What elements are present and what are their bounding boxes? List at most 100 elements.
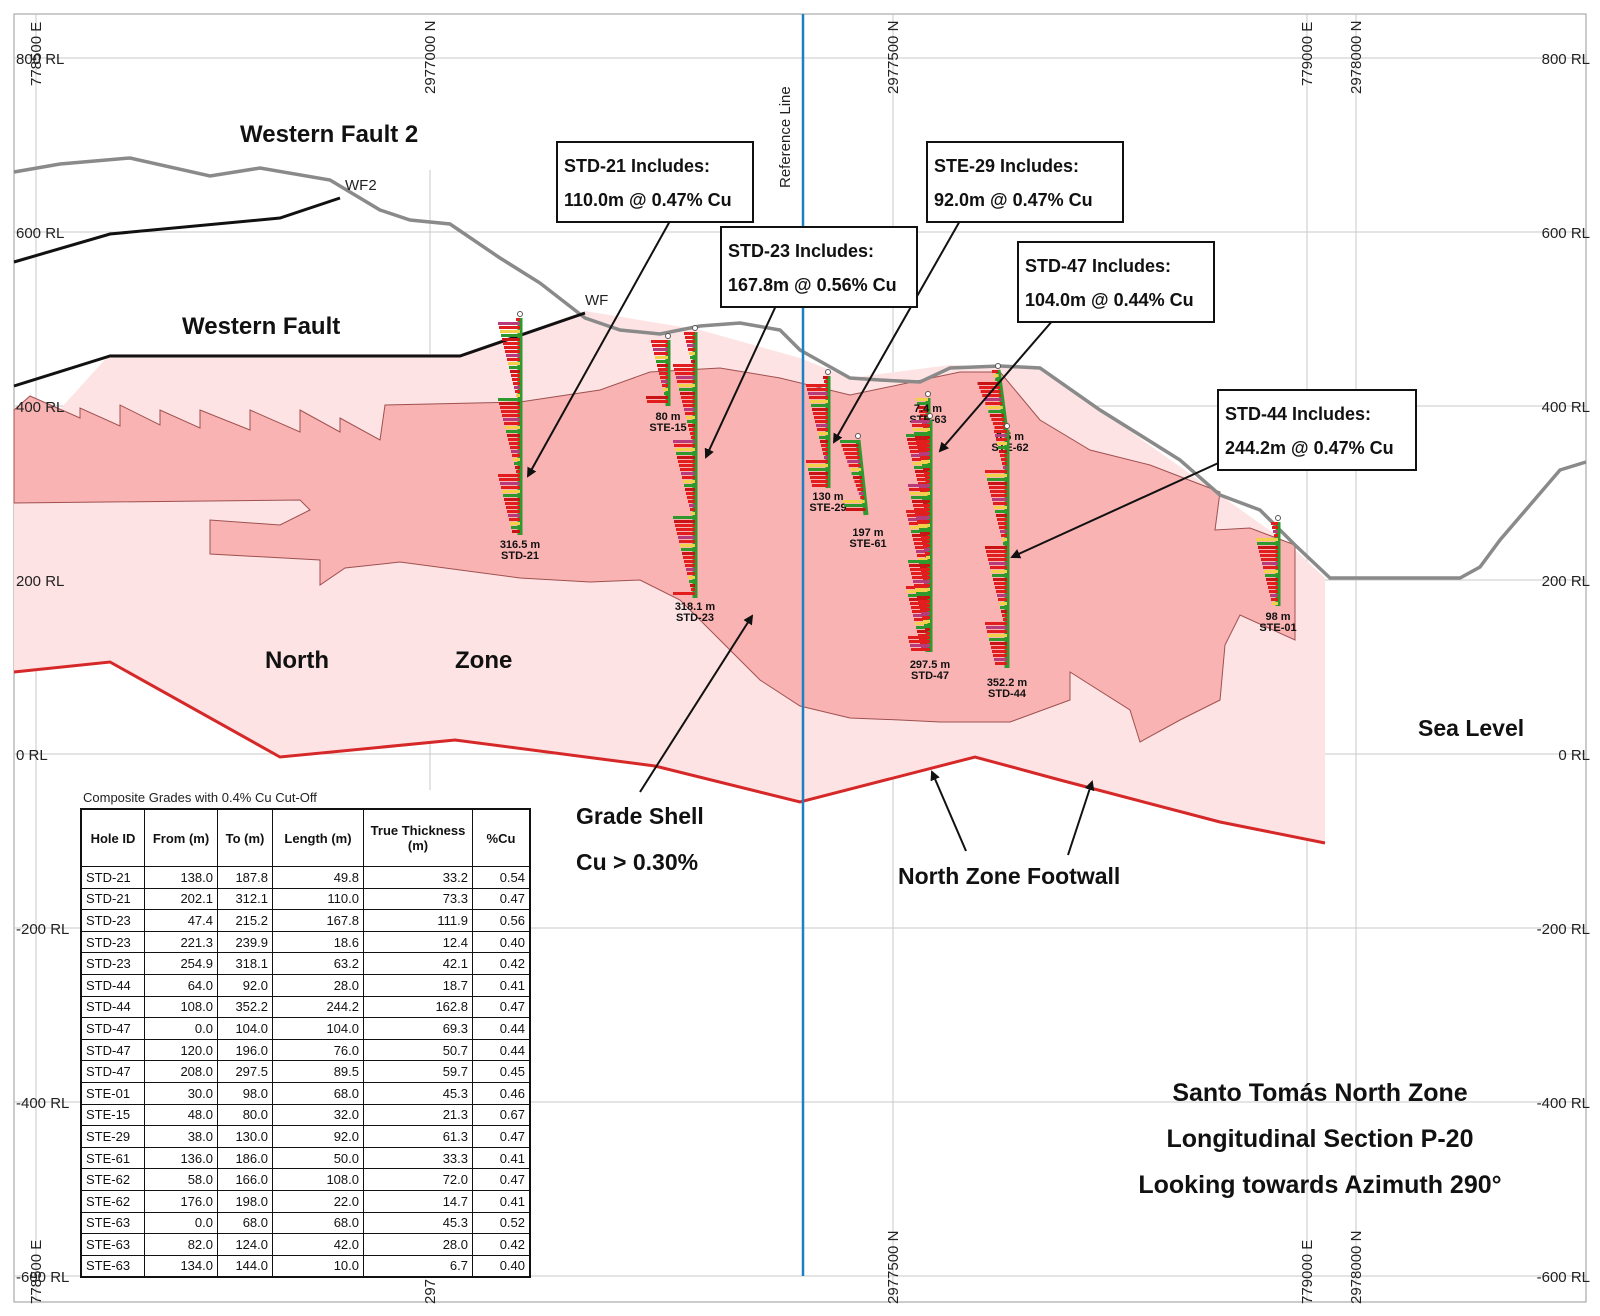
north-label: North	[265, 647, 329, 674]
grid-label: 778500 E	[28, 22, 45, 86]
assay-bar	[918, 558, 928, 561]
assay-bar	[512, 530, 520, 533]
hole-depth-label: 98 m	[1265, 611, 1290, 623]
title-line: Santo Tomás North Zone	[1172, 1079, 1468, 1107]
assay-bar	[691, 588, 695, 591]
assay-bar	[505, 502, 520, 505]
table-cell: 167.8	[272, 909, 364, 932]
assay-bar	[987, 478, 1007, 481]
assay-bar	[923, 620, 930, 623]
assay-bar	[651, 340, 668, 343]
collar-marker	[1275, 515, 1281, 521]
table-cell: 92.0	[272, 1125, 364, 1148]
assay-bar	[992, 574, 1007, 577]
rl-label: 200 RL	[16, 573, 64, 590]
table-cell: STD-47	[80, 1017, 145, 1040]
hole-id-label: STE-61	[849, 538, 886, 550]
table-cell: 0.67	[472, 1103, 531, 1127]
assay-bar	[917, 630, 928, 633]
rl-axis-left: 800 RL 600 RL 400 RL 200 RL 0 RL -200 RL…	[16, 51, 69, 1286]
assay-bar	[998, 522, 1007, 525]
assay-bar	[997, 518, 1007, 521]
assay-bar	[679, 388, 695, 391]
assay-bar	[908, 636, 930, 639]
assay-bar	[910, 492, 930, 495]
table-cell: 0.47	[472, 995, 531, 1019]
table-cell: 18.6	[272, 930, 364, 954]
table-cell: 254.9	[144, 952, 218, 975]
assay-bar	[860, 496, 865, 499]
table-cell: 63.2	[272, 952, 364, 975]
table-cell: 221.3	[144, 930, 218, 954]
assay-bar	[516, 394, 520, 397]
assay-bar	[500, 406, 520, 409]
assay-bar	[919, 410, 928, 413]
assay-bar	[512, 454, 520, 457]
table-cell: 45.3	[363, 1211, 473, 1235]
sea-level-label: Sea Level	[1418, 715, 1524, 741]
hole-depth-label: 80 m	[655, 411, 680, 423]
table-cell: 89.5	[272, 1060, 364, 1083]
assay-bar	[995, 586, 1007, 589]
assay-bar	[989, 486, 1007, 489]
assay-bar	[921, 460, 930, 463]
assay-bar	[689, 504, 695, 507]
assay-bar	[908, 442, 928, 445]
assay-bar	[921, 612, 930, 615]
assay-bar	[1272, 602, 1278, 605]
assay-bar	[682, 400, 695, 403]
assay-bar	[990, 566, 1007, 569]
assay-bar	[680, 392, 695, 395]
assay-bar	[985, 622, 1007, 625]
assay-bar	[822, 448, 828, 451]
table-cell: 312.1	[217, 887, 273, 911]
assay-bar	[925, 628, 930, 631]
rl-label: -200 RL	[16, 921, 69, 938]
table-cell: 32.0	[272, 1103, 364, 1127]
table-cell: 22.0	[272, 1189, 364, 1213]
assay-bar	[917, 520, 930, 523]
table-cell: 18.7	[363, 973, 473, 997]
assay-bar	[988, 410, 1004, 413]
assay-bar	[911, 572, 930, 575]
assay-bar	[681, 472, 695, 475]
assay-bar	[911, 648, 930, 651]
assay-bar	[915, 470, 928, 473]
assay-bar	[503, 418, 520, 421]
assay-bar	[993, 654, 1007, 657]
assay-bar	[996, 514, 1007, 517]
assay-bar	[908, 518, 928, 521]
composite-grades-table: Hole ID From (m) To (m) Length (m) True …	[80, 808, 531, 1279]
assay-bar	[912, 576, 930, 579]
assay-bar	[675, 448, 695, 451]
table-cell: STD-23	[80, 952, 145, 975]
assay-bar	[914, 432, 930, 435]
table-cell: 50.0	[272, 1146, 364, 1170]
table-cell: 215.2	[217, 909, 273, 932]
rl-label: 600 RL	[1542, 225, 1590, 242]
assay-bar	[924, 582, 928, 585]
rl-label: 200 RL	[1542, 573, 1590, 590]
assay-bar	[844, 504, 866, 507]
assay-bar	[992, 422, 1005, 425]
reference-line-label: Reference Line	[777, 86, 794, 188]
assay-bar	[858, 492, 864, 495]
assay-bar	[812, 484, 828, 487]
footwall-label: North Zone Footwall	[898, 863, 1120, 889]
assay-bar	[687, 572, 695, 575]
hole-id-label: STD-44	[988, 688, 1027, 700]
table-cell: 0.47	[472, 1168, 531, 1191]
assay-bar	[997, 442, 1007, 445]
assay-bar	[679, 540, 695, 543]
assay-bar	[655, 356, 668, 359]
assay-bar	[986, 550, 1007, 553]
